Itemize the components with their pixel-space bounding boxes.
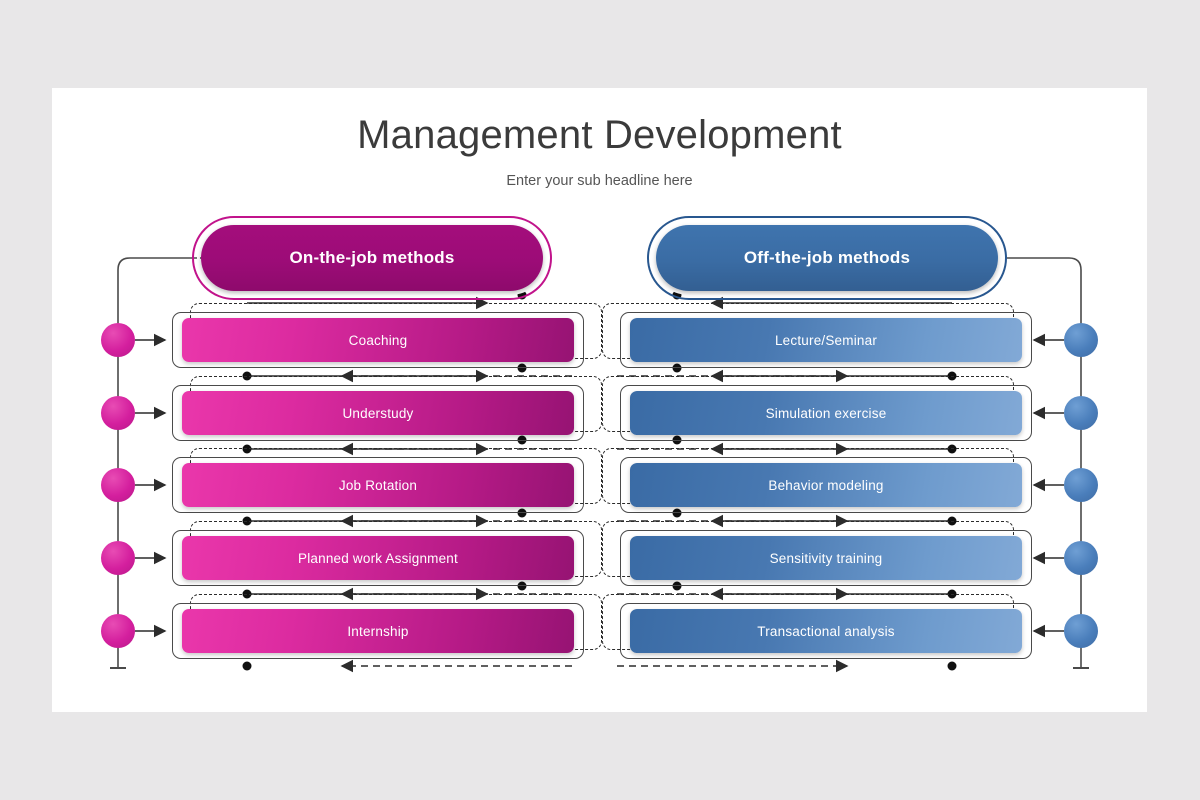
spine-node-left-1[interactable] [101, 323, 135, 357]
list-item[interactable]: Coaching [172, 303, 602, 368]
row-solid-frame [620, 312, 1032, 368]
spine-node-left-2[interactable] [101, 396, 135, 430]
list-item[interactable]: Internship [172, 594, 602, 659]
pill-inner-ring [652, 221, 1002, 295]
list-item[interactable]: Understudy [172, 376, 602, 441]
slide-canvas: Management Development Enter your sub he… [52, 88, 1147, 712]
list-item[interactable]: Sensitivity training [602, 521, 1032, 586]
page-subtitle: Enter your sub headline here [506, 173, 693, 189]
row-solid-frame [172, 457, 584, 513]
header-pill-on-the-job[interactable]: On-the-job methods [186, 210, 558, 306]
list-item[interactable]: Job Rotation [172, 448, 602, 513]
row-label: Coaching [182, 318, 574, 362]
row-label: Lecture/Seminar [630, 318, 1022, 362]
list-item[interactable]: Lecture/Seminar [602, 303, 1032, 368]
spine-node-right-5[interactable] [1064, 614, 1098, 648]
page-title: Management Development [357, 113, 842, 157]
row-label: Internship [182, 609, 574, 653]
list-item[interactable]: Simulation exercise [602, 376, 1032, 441]
spine-node-right-1[interactable] [1064, 323, 1098, 357]
header-pill-off-the-job[interactable]: Off-the-job methods [641, 210, 1013, 306]
spine-node-right-4[interactable] [1064, 541, 1098, 575]
row-solid-frame [172, 312, 584, 368]
spine-node-left-3[interactable] [101, 468, 135, 502]
row-label: Behavior modeling [630, 463, 1022, 507]
pill-label: Off-the-job methods [656, 225, 998, 291]
row-solid-frame [620, 530, 1032, 586]
spine-node-right-3[interactable] [1064, 468, 1098, 502]
row-solid-frame [172, 603, 584, 659]
row-solid-frame [620, 457, 1032, 513]
pill-outer-ring [647, 216, 1007, 300]
spine-node-left-5[interactable] [101, 614, 135, 648]
row-label: Transactional analysis [630, 609, 1022, 653]
row-label: Simulation exercise [630, 391, 1022, 435]
row-label: Sensitivity training [630, 536, 1022, 580]
pill-outer-ring [192, 216, 552, 300]
list-item[interactable]: Transactional analysis [602, 594, 1032, 659]
spine-node-right-2[interactable] [1064, 396, 1098, 430]
row-label: Job Rotation [182, 463, 574, 507]
list-item[interactable]: Planned work Assignment [172, 521, 602, 586]
pill-label: On-the-job methods [201, 225, 543, 291]
pill-inner-ring [197, 221, 547, 295]
row-solid-frame [172, 385, 584, 441]
list-item[interactable]: Behavior modeling [602, 448, 1032, 513]
row-label: Understudy [182, 391, 574, 435]
row-solid-frame [172, 530, 584, 586]
row-label: Planned work Assignment [182, 536, 574, 580]
row-solid-frame [620, 385, 1032, 441]
spine-node-left-4[interactable] [101, 541, 135, 575]
row-solid-frame [620, 603, 1032, 659]
